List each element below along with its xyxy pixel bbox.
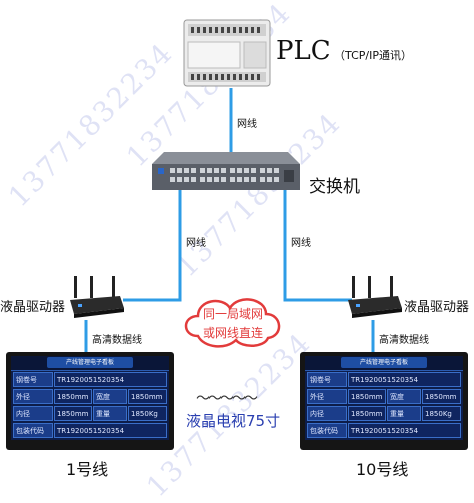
connector-lines [84,88,375,352]
wave-ellipsis: 〜〜〜〜〜 [196,391,258,407]
link-label-right-hd: 高清数据线 [379,335,429,346]
row-label: 钢卷号 [13,372,53,387]
link-label-switch-right: 网线 [291,238,311,249]
lcd-driver-left-label: 液晶驱动器 [0,300,66,315]
screen-header: 产线管理电子看板 [305,356,463,371]
lcd-driver-left [64,274,126,322]
kanban-screen-left: 产线管理电子看板 钢卷号 TR1920051520354 外径 1850mm 宽… [11,356,169,440]
line-label-left: 1号线 [66,460,109,479]
lcd-driver-right [342,274,404,322]
row-label: 内径 [13,406,53,421]
kanban-screen-right: 产线管理电子看板 钢卷号 TR1920051520354 外径 1850mm 宽… [305,356,463,440]
screen-row: 钢卷号 TR1920051520354 [11,371,169,388]
network-switch [150,150,302,194]
row-value: 1850mm [348,406,386,421]
screen-title: 产线管理电子看板 [47,357,133,368]
plc-protocol: （TCP/IP通讯） [334,49,412,62]
link-switch-left [123,190,182,302]
row-label: 外径 [13,389,53,404]
lan-cloud [178,292,288,350]
row-value: 1850mm [348,389,386,404]
row-label: 重量 [93,406,127,421]
row-value: 1850mm [54,406,92,421]
screen-row: 内径 1850mm 重量 1850Kg [305,405,463,422]
cloud-text-line2: 或网线直连 [203,326,264,340]
row-value: 1850mm [422,389,461,404]
row-value: 1850mm [54,389,92,404]
row-label: 外径 [307,389,347,404]
screen-header: 产线管理电子看板 [11,356,169,371]
line-label-right: 10号线 [356,460,409,479]
row-label: 内径 [307,406,347,421]
row-label: 包装代码 [307,423,347,438]
row-value: 1850Kg [422,406,461,421]
screen-row: 钢卷号 TR1920051520354 [305,371,463,388]
row-value: TR1920051520354 [54,372,167,387]
plc-device [182,16,274,90]
row-label: 宽度 [387,389,421,404]
row-label: 包装代码 [13,423,53,438]
row-value: TR1920051520354 [348,372,461,387]
screen-row: 包装代码 TR1920051520354 [11,422,169,439]
plc-title: PLC [276,36,331,66]
link-switch-right [283,190,352,302]
row-value: 1850Kg [128,406,167,421]
row-label: 钢卷号 [307,372,347,387]
row-value: TR1920051520354 [54,423,167,438]
link-label-plc-switch: 网线 [237,119,257,130]
link-label-left-hd: 高清数据线 [92,335,142,346]
switch-label: 交换机 [309,177,360,197]
row-value: 1850mm [128,389,167,404]
screen-row: 内径 1850mm 重量 1850Kg [11,405,169,422]
row-label: 宽度 [93,389,127,404]
row-value: TR1920051520354 [348,423,461,438]
lcd-tv-right: 产线管理电子看板 钢卷号 TR1920051520354 外径 1850mm 宽… [300,352,468,450]
cloud-text-line1: 同一局域网 [203,307,264,321]
screen-row: 外径 1850mm 宽度 1850mm [305,388,463,405]
lcd-driver-right-label: 液晶驱动器 [404,300,470,315]
tv-size-caption: 液晶电视75寸 [186,412,281,430]
screen-title: 产线管理电子看板 [341,357,427,368]
screen-row: 外径 1850mm 宽度 1850mm [11,388,169,405]
link-label-switch-left: 网线 [186,238,206,249]
screen-row: 包装代码 TR1920051520354 [305,422,463,439]
row-label: 重量 [387,406,421,421]
lcd-tv-left: 产线管理电子看板 钢卷号 TR1920051520354 外径 1850mm 宽… [6,352,174,450]
